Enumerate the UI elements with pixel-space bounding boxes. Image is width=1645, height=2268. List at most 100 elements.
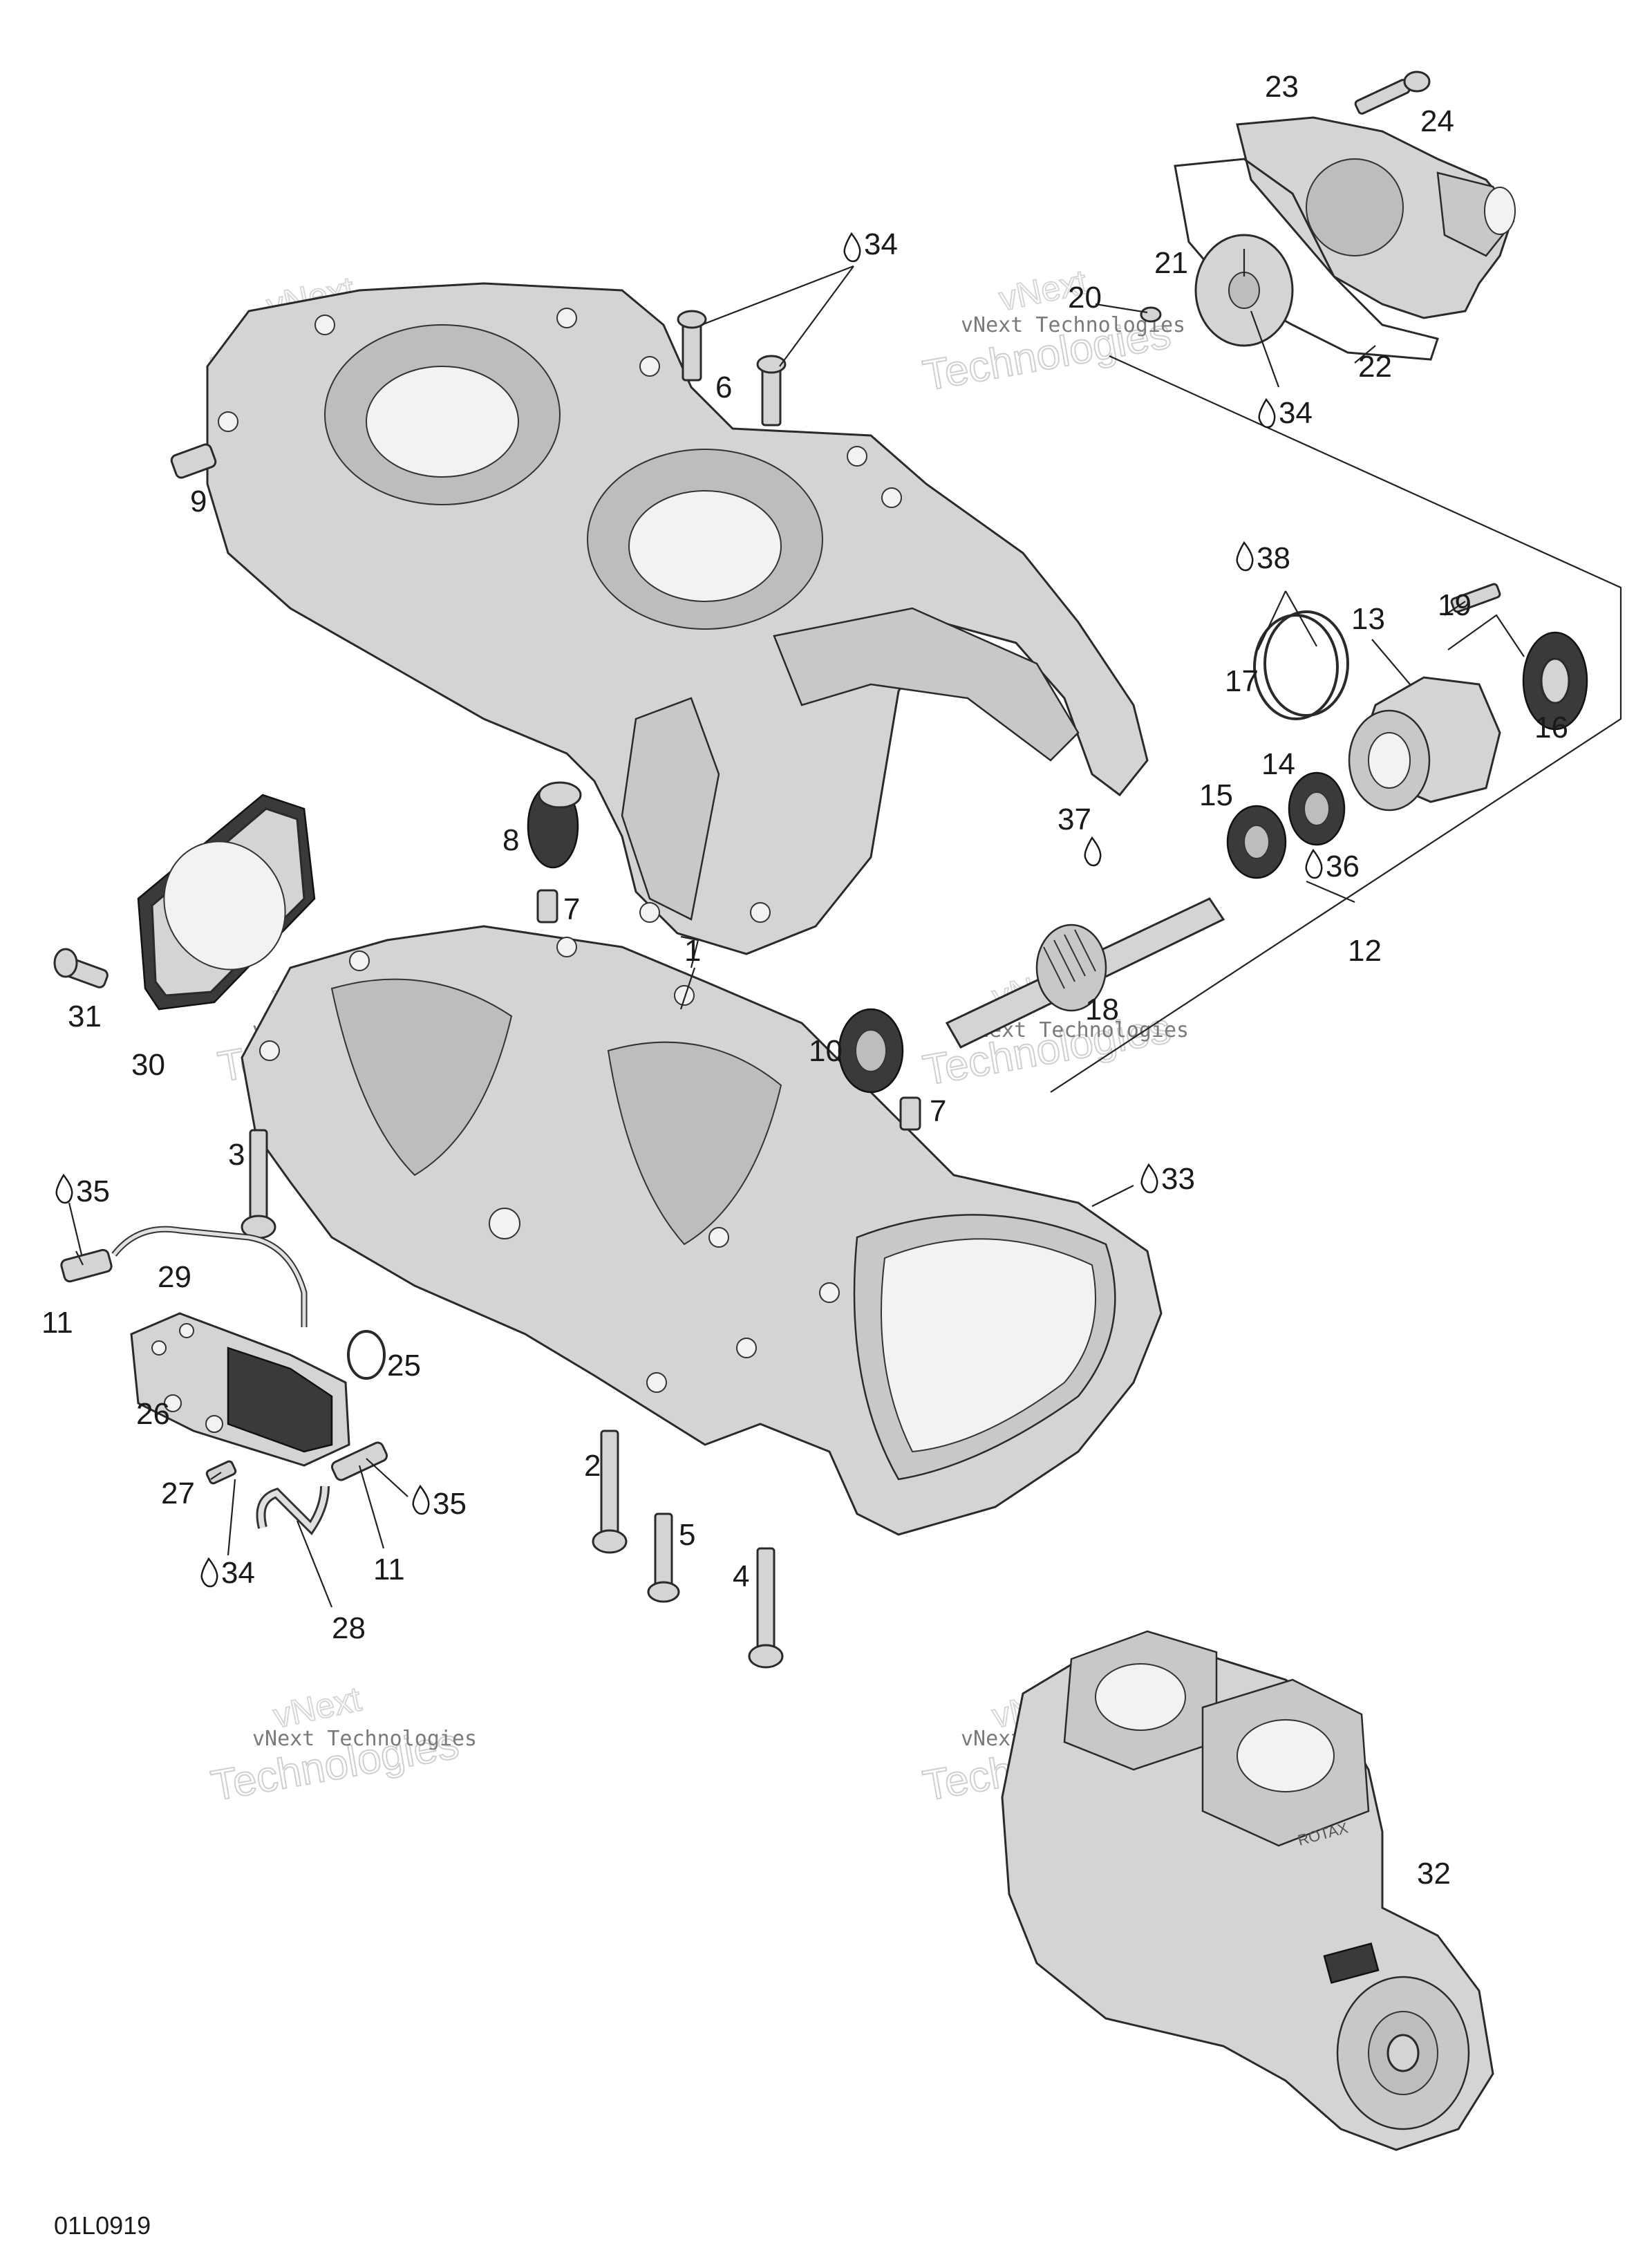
callout-12: 12 [1348,934,1382,968]
gasket-plate [137,794,316,1011]
fitting-11-upper [60,1248,113,1283]
callout-labels: 1 2 3 4 5 6 7 7 8 9 10 11 11 12 13 14 15… [41,70,1568,1891]
bearing-14 [1288,771,1346,846]
callout-17: 17 [1225,664,1259,698]
callout-28: 28 [332,1611,366,1645]
callout-9: 9 [190,485,207,518]
drop-icon [55,1173,73,1204]
callout-18: 18 [1085,993,1119,1027]
housing-13 [1348,676,1501,812]
svg-text:vNext Technologies: vNext Technologies [252,1727,477,1751]
lubricant-36: 36 [1305,848,1360,883]
callout-7-lower: 7 [930,1094,946,1128]
lubricant-callouts: 34 34 34 33 35 35 36 37 [55,227,1360,1590]
callout-10: 10 [809,1034,843,1068]
oil-hose-29 [111,1226,308,1327]
fitting-11-lower [330,1441,388,1481]
hose-28 [256,1486,330,1535]
seal-16 [1522,631,1588,731]
dowel-7-upper [536,889,558,924]
drop-icon [1140,1163,1158,1194]
callout-19: 19 [1438,588,1472,622]
callout-5: 5 [679,1518,695,1552]
callout-32: 32 [1417,1857,1451,1891]
lower-crankcase-half [241,925,1163,1536]
dowel-7-lower [899,1096,921,1131]
callout-4: 4 [733,1559,749,1593]
callout-1: 1 [684,934,701,968]
water-pump-housing-23 [1236,116,1516,319]
callout-30: 30 [131,1048,165,1082]
o-ring-25 [347,1330,386,1380]
callout-20: 20 [1068,281,1102,315]
callout-29: 29 [158,1260,191,1294]
lubricant-38: 38 [1236,541,1290,575]
callout-13: 13 [1351,602,1385,636]
callout-11-upper: 11 [41,1306,73,1340]
bearing-10 [838,1008,904,1094]
bearing-15 [1226,805,1287,879]
svg-text:35: 35 [76,1174,110,1208]
svg-text:33: 33 [1161,1162,1195,1196]
callout-24: 24 [1420,104,1454,138]
callout-6: 6 [715,371,732,404]
drop-icon [412,1484,430,1515]
screw-2 [592,1430,628,1554]
svg-text:34: 34 [221,1556,255,1590]
lubricant-37: 37 [1058,803,1102,867]
lubricant-34-top: 34 [843,227,898,263]
leader-lines [68,249,1622,1608]
callout-14: 14 [1261,747,1295,781]
callout-7-upper: 7 [563,892,580,926]
drop-icon [1236,541,1254,572]
screw-6-right [756,355,787,427]
plug-9 [170,443,217,479]
screw-19 [1450,583,1501,613]
callout-16: 16 [1534,711,1568,744]
callout-3: 3 [228,1138,245,1172]
svg-text:34: 34 [864,227,898,261]
lubricant-34-water-pump: 34 [1258,396,1313,430]
callout-21: 21 [1154,246,1188,280]
o-rings-17 [1253,610,1349,720]
drop-icon [1084,836,1102,867]
oil-pump-26 [130,1312,350,1467]
callout-31: 31 [68,1000,102,1033]
lubricant-34-lower: 34 [200,1556,255,1590]
screw-6-left [677,310,707,382]
lubricant-35-upper: 35 [55,1173,110,1208]
drop-icon [1258,397,1276,429]
svg-text:35: 35 [433,1487,467,1521]
screw-4 [748,1547,784,1669]
impeller-21 [1194,234,1294,347]
screw-31 [53,948,109,988]
watermark-top-right: vNext Technologies vNext Technologies [919,261,1185,400]
engine-block-32: ROTAX [1001,1630,1494,2151]
svg-text:38: 38 [1257,541,1290,575]
figure-reference: 01L0919 [54,2211,151,2240]
callout-26: 26 [136,1397,170,1431]
shaft-12 [945,897,1225,1049]
drop-icon [200,1557,218,1588]
callout-15: 15 [1199,778,1233,812]
callout-23: 23 [1265,70,1299,104]
screw-24 [1354,71,1431,115]
lubricant-33: 33 [1140,1162,1195,1196]
svg-text:37: 37 [1058,803,1091,836]
upper-crankcase-half [206,282,1149,955]
callout-25: 25 [387,1349,421,1383]
drop-icon [1305,848,1323,879]
svg-text:36: 36 [1326,850,1360,883]
seal-8 [527,781,582,869]
svg-text:34: 34 [1279,396,1313,430]
callout-11-lower: 11 [373,1553,405,1586]
lubricant-35-lower: 35 [412,1484,467,1521]
callout-27: 27 [161,1477,195,1510]
callout-22: 22 [1358,350,1392,384]
callout-8: 8 [502,823,519,857]
drop-icon [843,232,861,263]
watermark-bottom-left: vNext Technologies vNext Technologies [207,1678,477,1810]
washer-20 [1140,306,1162,323]
screw-3 [241,1129,276,1239]
